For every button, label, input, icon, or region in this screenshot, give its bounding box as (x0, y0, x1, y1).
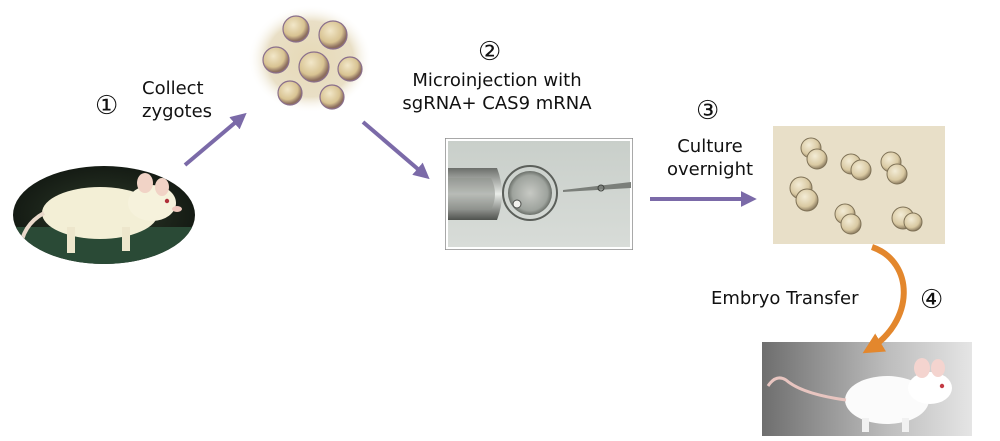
step-1-label-line-1: Collect (142, 78, 204, 99)
step-1-label-line-2: zygotes (142, 101, 213, 122)
step-1-label: Collect zygotes (142, 77, 212, 123)
step-2-label-line-1: Microinjection with (412, 70, 582, 91)
step-2-number: ② (478, 37, 502, 67)
step-4-number: ④ (920, 285, 944, 315)
zygotes-image (248, 5, 372, 113)
step-3-label: Culture overnight (650, 135, 770, 181)
step-4-label: Embryo Transfer (711, 288, 859, 309)
arrow-zygotes-to-injection (361, 120, 430, 180)
step-3-number: ③ (696, 96, 720, 126)
arrow-embryos-to-recipient (862, 244, 907, 354)
donor-mouse-image (13, 166, 195, 264)
step-2-label: Microinjection with sgRNA+ CAS9 mRNA (392, 69, 602, 115)
step-3-label-line-2: overnight (666, 159, 754, 180)
microinjection-image (445, 138, 633, 250)
step-1-number: ① (95, 91, 119, 121)
step-2-label-line-2: sgRNA+ CAS9 mRNA (402, 93, 592, 114)
step-3-label-line-1: Culture (677, 136, 743, 157)
recipient-mouse-image (762, 342, 972, 436)
embryos-image (773, 126, 945, 244)
arrow-mouse-to-zygotes (183, 112, 247, 167)
